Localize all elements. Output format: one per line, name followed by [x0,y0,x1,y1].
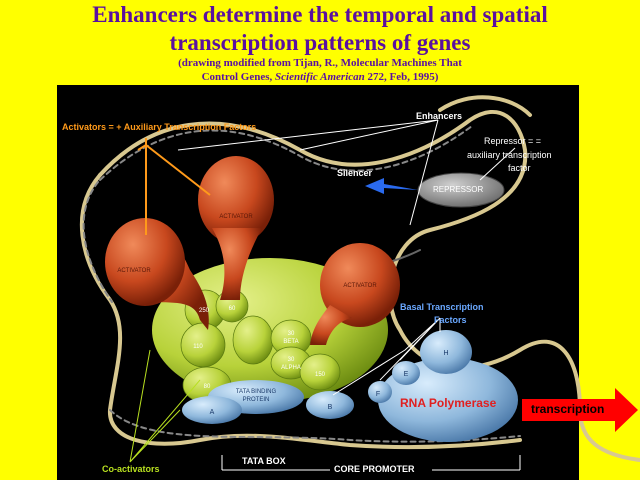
tf-f-label: F [376,391,380,398]
coactivator-cluster [152,258,388,404]
core-promoter-bracket [300,455,521,471]
activator-label-right: ACTIVATOR [343,283,377,289]
coact-30beta-2: BETA [283,339,298,345]
coact-150-label: 150 [315,372,326,378]
core-promoter-label: CORE PROMOTER [334,464,415,474]
dna-backbone-5 [109,409,521,443]
tf-e [392,361,420,385]
subtitle-suffix: 272, Feb, 1995) [364,71,439,83]
repressor-shape-label: REPRESSOR [433,185,484,194]
transcription-label: transcription [531,402,605,416]
enhancer-pointer [177,119,439,226]
activator-center [198,156,274,300]
repressor-def-1: Repressor = = [484,136,542,146]
activator-pointer [137,138,211,235]
subtitle-prefix: Control Genes, [201,71,276,83]
silencer-arrow [365,178,418,194]
title-line-1: Enhancers determine the temporal and spa… [92,2,548,27]
tata-bracket [221,455,300,471]
repressor-def-2: auxiliary transcription [467,150,552,160]
transcription-arrow [522,388,638,432]
subtitle-journal: Scientific American [275,71,365,83]
coactivator-pointer [129,349,201,463]
dna-backbone-2 [99,125,473,181]
coactivators-label: Co-activators [102,464,160,474]
repressor-pointer [479,147,516,181]
tata-box-label: TATA BOX [242,456,286,466]
coact-110-label: 110 [193,344,203,350]
repressor-def-3: factor [508,163,531,173]
activator-left [105,218,209,330]
tf-h-label: H [443,350,448,357]
basal-label-1: Basal Transcription [400,302,484,312]
coactivator-150 [299,353,341,391]
coact-30alpha-2: ALPHA [281,365,301,371]
tf-b-label: B [328,404,333,411]
tf-a-label: A [210,409,215,416]
silencer-label: Silencer [337,168,373,178]
tf-e-label: E [404,371,409,378]
basal-factors [182,330,518,442]
pointer-lines [129,119,521,471]
tf-f [368,381,392,403]
dna-backbone-4 [82,181,113,303]
tf-h [420,330,472,374]
tbp-label-2: PROTEIN [243,397,270,403]
basal-label-2: Factors [434,315,467,325]
tf-b [306,391,354,419]
subtitle-line-2: Control Genes, Scientific American 272, … [0,71,640,84]
coact-30alpha-1: 30 [288,357,295,363]
rna-polymerase-label: RNA Polymerase [400,396,497,410]
dna-backbone-6 [438,95,532,117]
coact-30beta-1: 30 [288,331,295,337]
coact-250-label: 250 [199,308,210,314]
activator-label-left: ACTIVATOR [117,268,151,274]
activator-label-center: ACTIVATOR [219,214,253,220]
enhancers-label: Enhancers [416,111,463,121]
dna-backbone-1 [98,109,640,462]
activator-right [310,243,400,345]
coact-60-label: 60 [229,306,236,312]
activators-label: Activators = + Auxiliary Transcription F… [62,122,257,132]
title-line-2: transcription patterns of genes [169,30,471,55]
coact-80-label: 80 [204,384,211,390]
basal-pointer [332,317,441,396]
subtitle-line-1: (drawing modified from Tijan, R., Molecu… [178,57,462,69]
shape-labels: ACTIVATOR ACTIVATOR ACTIVATOR 250 60 110… [117,214,448,416]
tf-a [182,396,242,424]
coactivator-50 [232,315,274,365]
coactivator-110 [180,322,226,368]
tbp-label-1: TATA BINDING [236,389,277,395]
